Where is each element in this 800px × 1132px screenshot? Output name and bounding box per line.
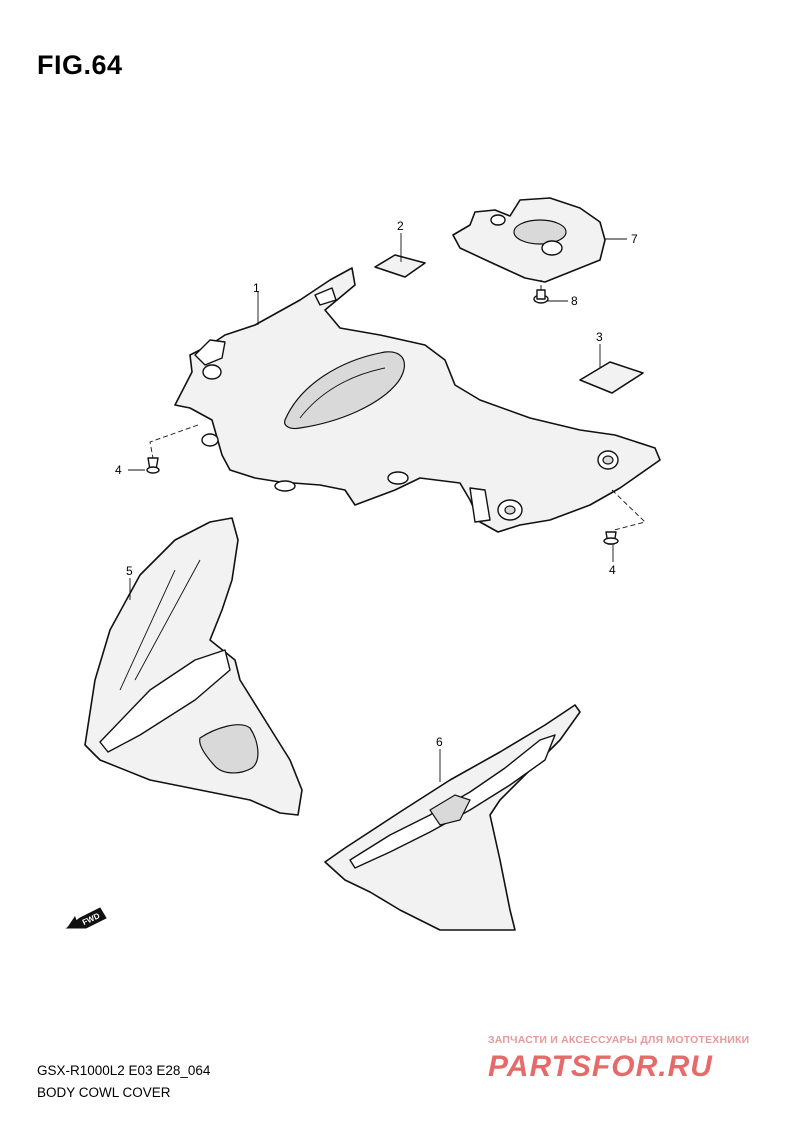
watermark-tagline: ЗАПЧАСТИ И АКСЕССУАРЫ ДЛЯ МОТОТЕХНИКИ	[488, 1034, 750, 1046]
part-1-body-cowl	[174, 267, 661, 533]
part-3-pad	[579, 361, 644, 394]
callout-8: 8	[571, 294, 578, 308]
callout-6: 6	[436, 735, 443, 749]
callout-3: 3	[596, 330, 603, 344]
figure-title: FIG.64	[37, 50, 123, 80]
part-4-fastener-right	[603, 531, 619, 545]
part-8-screw	[533, 289, 549, 304]
watermark-logo: PARTSFOR.RU	[488, 1050, 713, 1083]
part-7-upper-cover	[452, 197, 606, 283]
callout-7: 7	[631, 232, 638, 246]
callout-4-left: 4	[115, 463, 122, 477]
part-5-side-cover-left	[84, 517, 303, 816]
callout-1: 1	[253, 281, 260, 295]
model-code: GSX-R1000L2 E03 E28_064	[37, 1063, 211, 1078]
part-2-pad	[374, 254, 426, 278]
callout-4-right: 4	[609, 563, 616, 577]
callout-2: 2	[397, 219, 404, 233]
section-name: BODY COWL COVER	[37, 1085, 171, 1100]
part-6-side-cover-right	[324, 704, 581, 931]
callout-5: 5	[126, 564, 133, 578]
fwd-arrow-icon: FWD	[65, 907, 107, 929]
part-4-fastener-left	[146, 457, 160, 474]
